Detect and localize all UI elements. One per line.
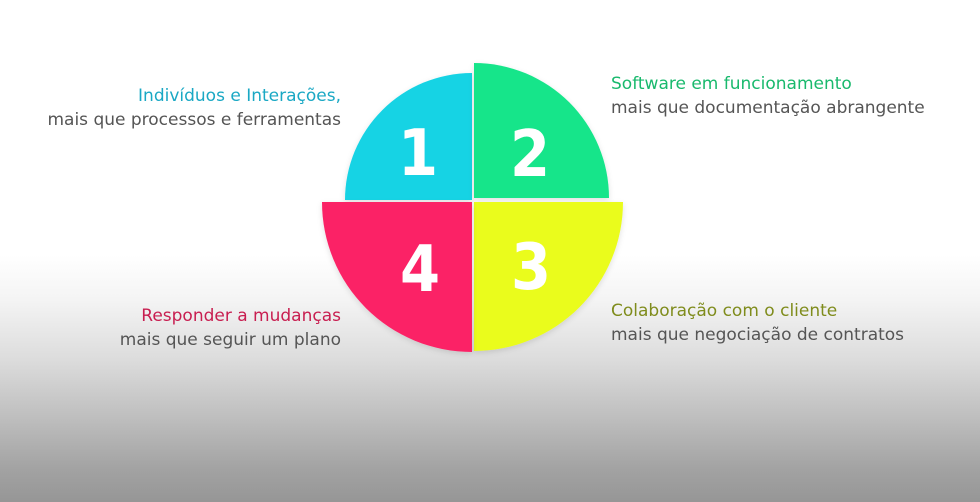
value-2-title: Software em funcionamento — [611, 74, 852, 94]
quadrant-4-number: 4 — [400, 233, 440, 307]
value-3-label: Colaboração com o cliente mais que negoc… — [611, 299, 904, 347]
quadrant-4-shape — [322, 202, 472, 352]
value-4-title: Responder a mudanças — [141, 306, 341, 326]
quadrant-3-shape — [474, 202, 623, 351]
quadrant-2: 2 — [474, 63, 609, 198]
value-3-title: Colaboração com o cliente — [611, 301, 838, 321]
quadrant-4: 4 — [322, 202, 472, 352]
value-4-label: Responder a mudanças mais que seguir um … — [120, 304, 341, 352]
quadrant-3: 3 — [474, 202, 623, 351]
quadrant-3-number: 3 — [511, 231, 551, 305]
value-2-subtitle: mais que documentação abrangente — [611, 98, 925, 118]
quadrant-1-number: 1 — [398, 117, 438, 191]
value-2-label: Software em funcionamento mais que docum… — [611, 72, 925, 120]
value-4-subtitle: mais que seguir um plano — [119, 330, 341, 350]
value-1-label: Indivíduos e Interações, mais que proces… — [47, 84, 341, 132]
value-1-title: Indivíduos e Interações, — [138, 86, 341, 106]
quadrant-2-shape — [474, 63, 609, 198]
value-1-subtitle: mais que processos e ferramentas — [47, 110, 341, 130]
quadrant-1: 1 — [345, 73, 472, 200]
quadrant-1-shape — [345, 73, 472, 200]
value-3-subtitle: mais que negociação de contratos — [611, 325, 905, 345]
quadrant-2-number: 2 — [510, 118, 550, 192]
